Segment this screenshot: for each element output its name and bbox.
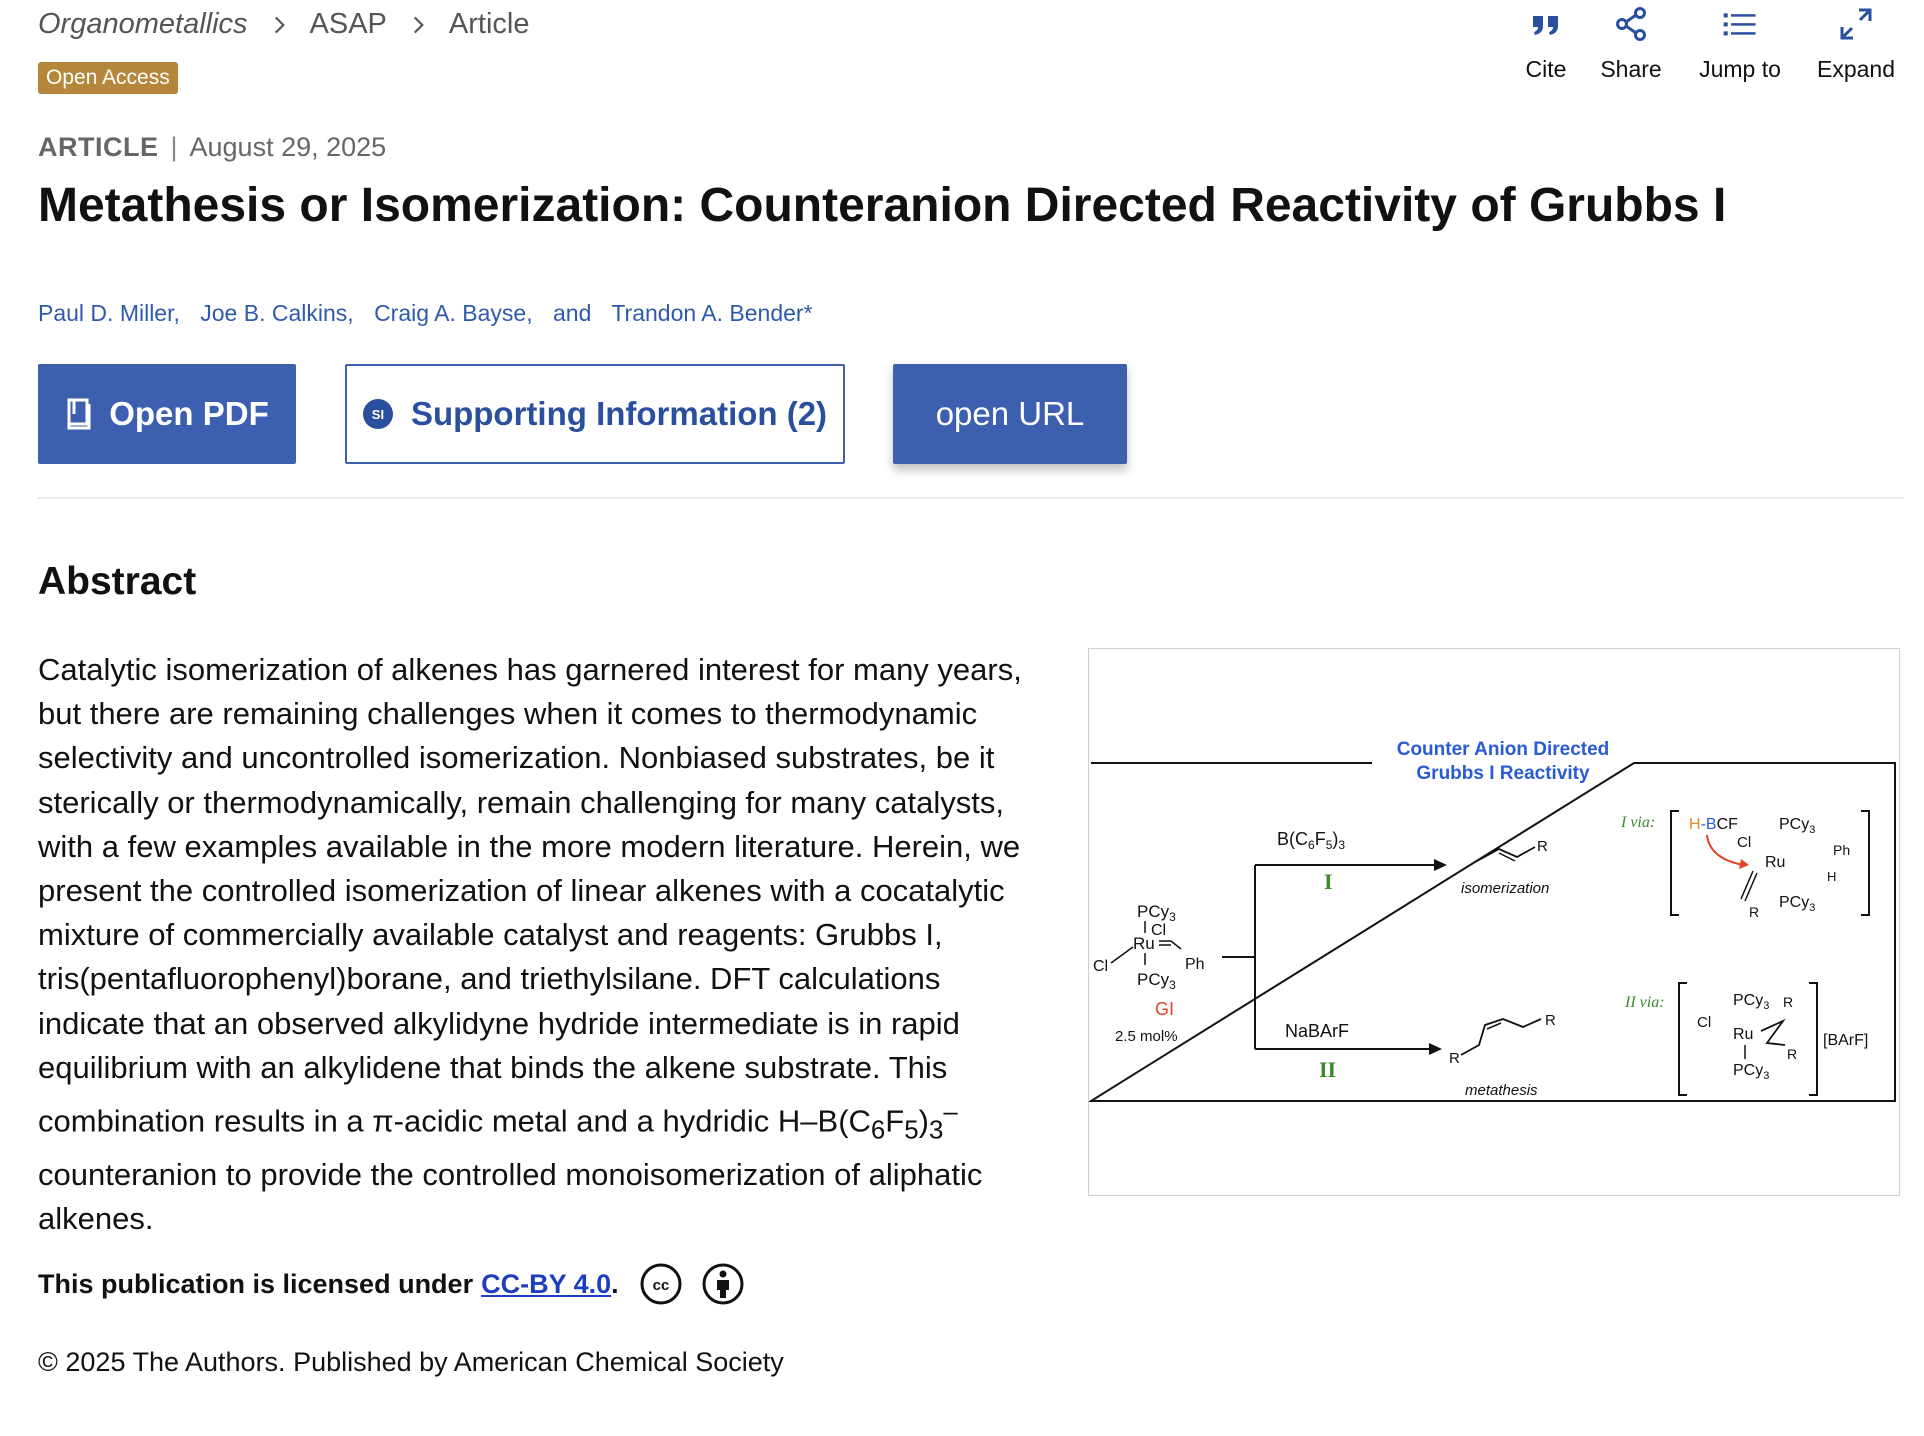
quote-icon <box>1533 16 1558 35</box>
reaction-scheme: Counter Anion Directed Grubbs I Reactivi… <box>1089 739 1896 1102</box>
svg-text:H: H <box>1827 869 1836 884</box>
si-icon: SI <box>362 399 393 429</box>
reagent-bottom: NaBArF <box>1285 1021 1349 1041</box>
svg-text:Cl: Cl <box>1697 1014 1711 1031</box>
breadcrumb: Organometallics ASAP Article <box>38 8 529 41</box>
breadcrumb-asap[interactable]: ASAP <box>309 8 387 40</box>
open-pdf-label: Open PDF <box>109 395 269 432</box>
reagent-top: B(C6F5)3 <box>1277 829 1345 852</box>
grubbs-catalyst-structure: PCy3 Cl Ru Cl Ph PCy3 GI 2.5 mol% <box>1093 902 1205 1045</box>
pathway-label-top: I <box>1324 869 1333 894</box>
license-prefix: This publication is licensed under <box>38 1268 474 1299</box>
author-link[interactable]: Trandon A. Bender* <box>611 300 813 326</box>
jump-to-label: Jump to <box>1699 56 1781 82</box>
outcome-bottom: metathesis <box>1465 1082 1538 1099</box>
cite-button[interactable]: Cite <box>1486 6 1606 83</box>
svg-text:PCy3: PCy3 <box>1733 992 1769 1012</box>
catalyst-loading: 2.5 mol% <box>1115 1028 1178 1045</box>
toc-graphic[interactable]: Counter Anion Directed Grubbs I Reactivi… <box>1088 648 1900 1196</box>
outcome-top: isomerization <box>1461 880 1549 897</box>
copyright-notice: © 2025 The Authors. Published by America… <box>38 1347 784 1377</box>
toc-title-line1: Counter Anion Directed <box>1397 739 1610 760</box>
chevron-right-icon <box>274 16 285 33</box>
breadcrumb-article: Article <box>448 8 530 40</box>
meta-separator: | <box>170 132 178 162</box>
svg-text:R: R <box>1749 904 1759 920</box>
breadcrumb-journal[interactable]: Organometallics <box>38 8 248 40</box>
open-access-badge: Open Access <box>38 62 178 94</box>
svg-text:cc: cc <box>652 1277 669 1294</box>
svg-text:PCy3: PCy3 <box>1779 894 1815 914</box>
author-conjunction: and <box>552 300 592 326</box>
toc-title-line2: Grubbs I Reactivity <box>1416 763 1590 784</box>
license-line: This publication is licensed under CC-BY… <box>38 1262 745 1306</box>
svg-text:Cl: Cl <box>1737 834 1751 851</box>
supporting-information-button[interactable]: SI Supporting Information (2) <box>345 364 845 464</box>
article-meta: ARTICLE | August 29, 2025 <box>38 132 386 163</box>
counterion-label: [BArF] <box>1823 1032 1868 1049</box>
author-list: Paul D. Miller, Joe B. Calkins, Craig A.… <box>38 300 827 327</box>
svg-text:PCy3: PCy3 <box>1779 816 1815 836</box>
svg-text:R: R <box>1783 994 1793 1010</box>
svg-text:PCy3: PCy3 <box>1733 1062 1769 1082</box>
svg-text:R: R <box>1537 838 1548 855</box>
svg-text:Cl: Cl <box>1093 958 1108 975</box>
catalyst-label: GI <box>1155 999 1174 1019</box>
jump-to-button[interactable]: Jump to <box>1680 6 1800 83</box>
publication-date: August 29, 2025 <box>189 132 387 162</box>
svg-text:Ph: Ph <box>1185 956 1205 973</box>
article-title: Metathesis or Isomerization: Counteranio… <box>38 179 1727 232</box>
article-type: ARTICLE <box>38 132 159 162</box>
share-label: Share <box>1600 56 1662 82</box>
list-icon <box>1723 13 1756 36</box>
svg-text:PCy3: PCy3 <box>1137 970 1176 992</box>
author-link[interactable]: Craig A. Bayse, <box>374 300 533 326</box>
open-url-label: open URL <box>935 395 1085 432</box>
svg-text:Cl: Cl <box>1151 922 1166 939</box>
svg-text:Ph: Ph <box>1833 842 1850 858</box>
share-button[interactable]: Share <box>1571 6 1691 83</box>
license-suffix: . <box>611 1268 619 1299</box>
supporting-information-label: Supporting Information (2) <box>410 395 828 432</box>
svg-text:Ru: Ru <box>1733 1026 1753 1043</box>
svg-text:H-BCF: H-BCF <box>1689 816 1738 833</box>
author-link[interactable]: Joe B. Calkins, <box>200 300 354 326</box>
via-bottom: II via: <box>1624 994 1665 1011</box>
open-pdf-button[interactable]: Open PDF <box>38 364 296 464</box>
svg-text:Ru: Ru <box>1133 934 1155 953</box>
creative-commons-icon: cc <box>640 1263 682 1305</box>
license-link[interactable]: CC-BY 4.0 <box>481 1268 612 1299</box>
section-divider <box>38 497 1904 499</box>
svg-text:Ru: Ru <box>1765 854 1785 871</box>
expand-button[interactable]: Expand <box>1796 6 1916 83</box>
abstract-text: Catalytic isomerization of alkenes has g… <box>38 652 1022 1236</box>
pathway-label-bottom: II <box>1319 1057 1336 1082</box>
expand-icon <box>1840 8 1872 40</box>
svg-text:R: R <box>1545 1012 1556 1029</box>
cite-label: Cite <box>1525 56 1567 82</box>
via-top: I via: <box>1620 814 1655 831</box>
attribution-icon <box>702 1263 744 1305</box>
share-icon <box>1616 7 1646 41</box>
svg-text:PCy3: PCy3 <box>1137 902 1176 924</box>
svg-text:R: R <box>1449 1050 1460 1067</box>
chevron-right-icon <box>413 16 424 33</box>
expand-label: Expand <box>1816 56 1895 82</box>
author-link[interactable]: Paul D. Miller, <box>38 300 180 326</box>
svg-text:R: R <box>1787 1046 1797 1062</box>
open-url-button[interactable]: open URL <box>893 364 1127 464</box>
book-icon <box>67 398 91 430</box>
abstract-heading: Abstract <box>38 560 197 603</box>
